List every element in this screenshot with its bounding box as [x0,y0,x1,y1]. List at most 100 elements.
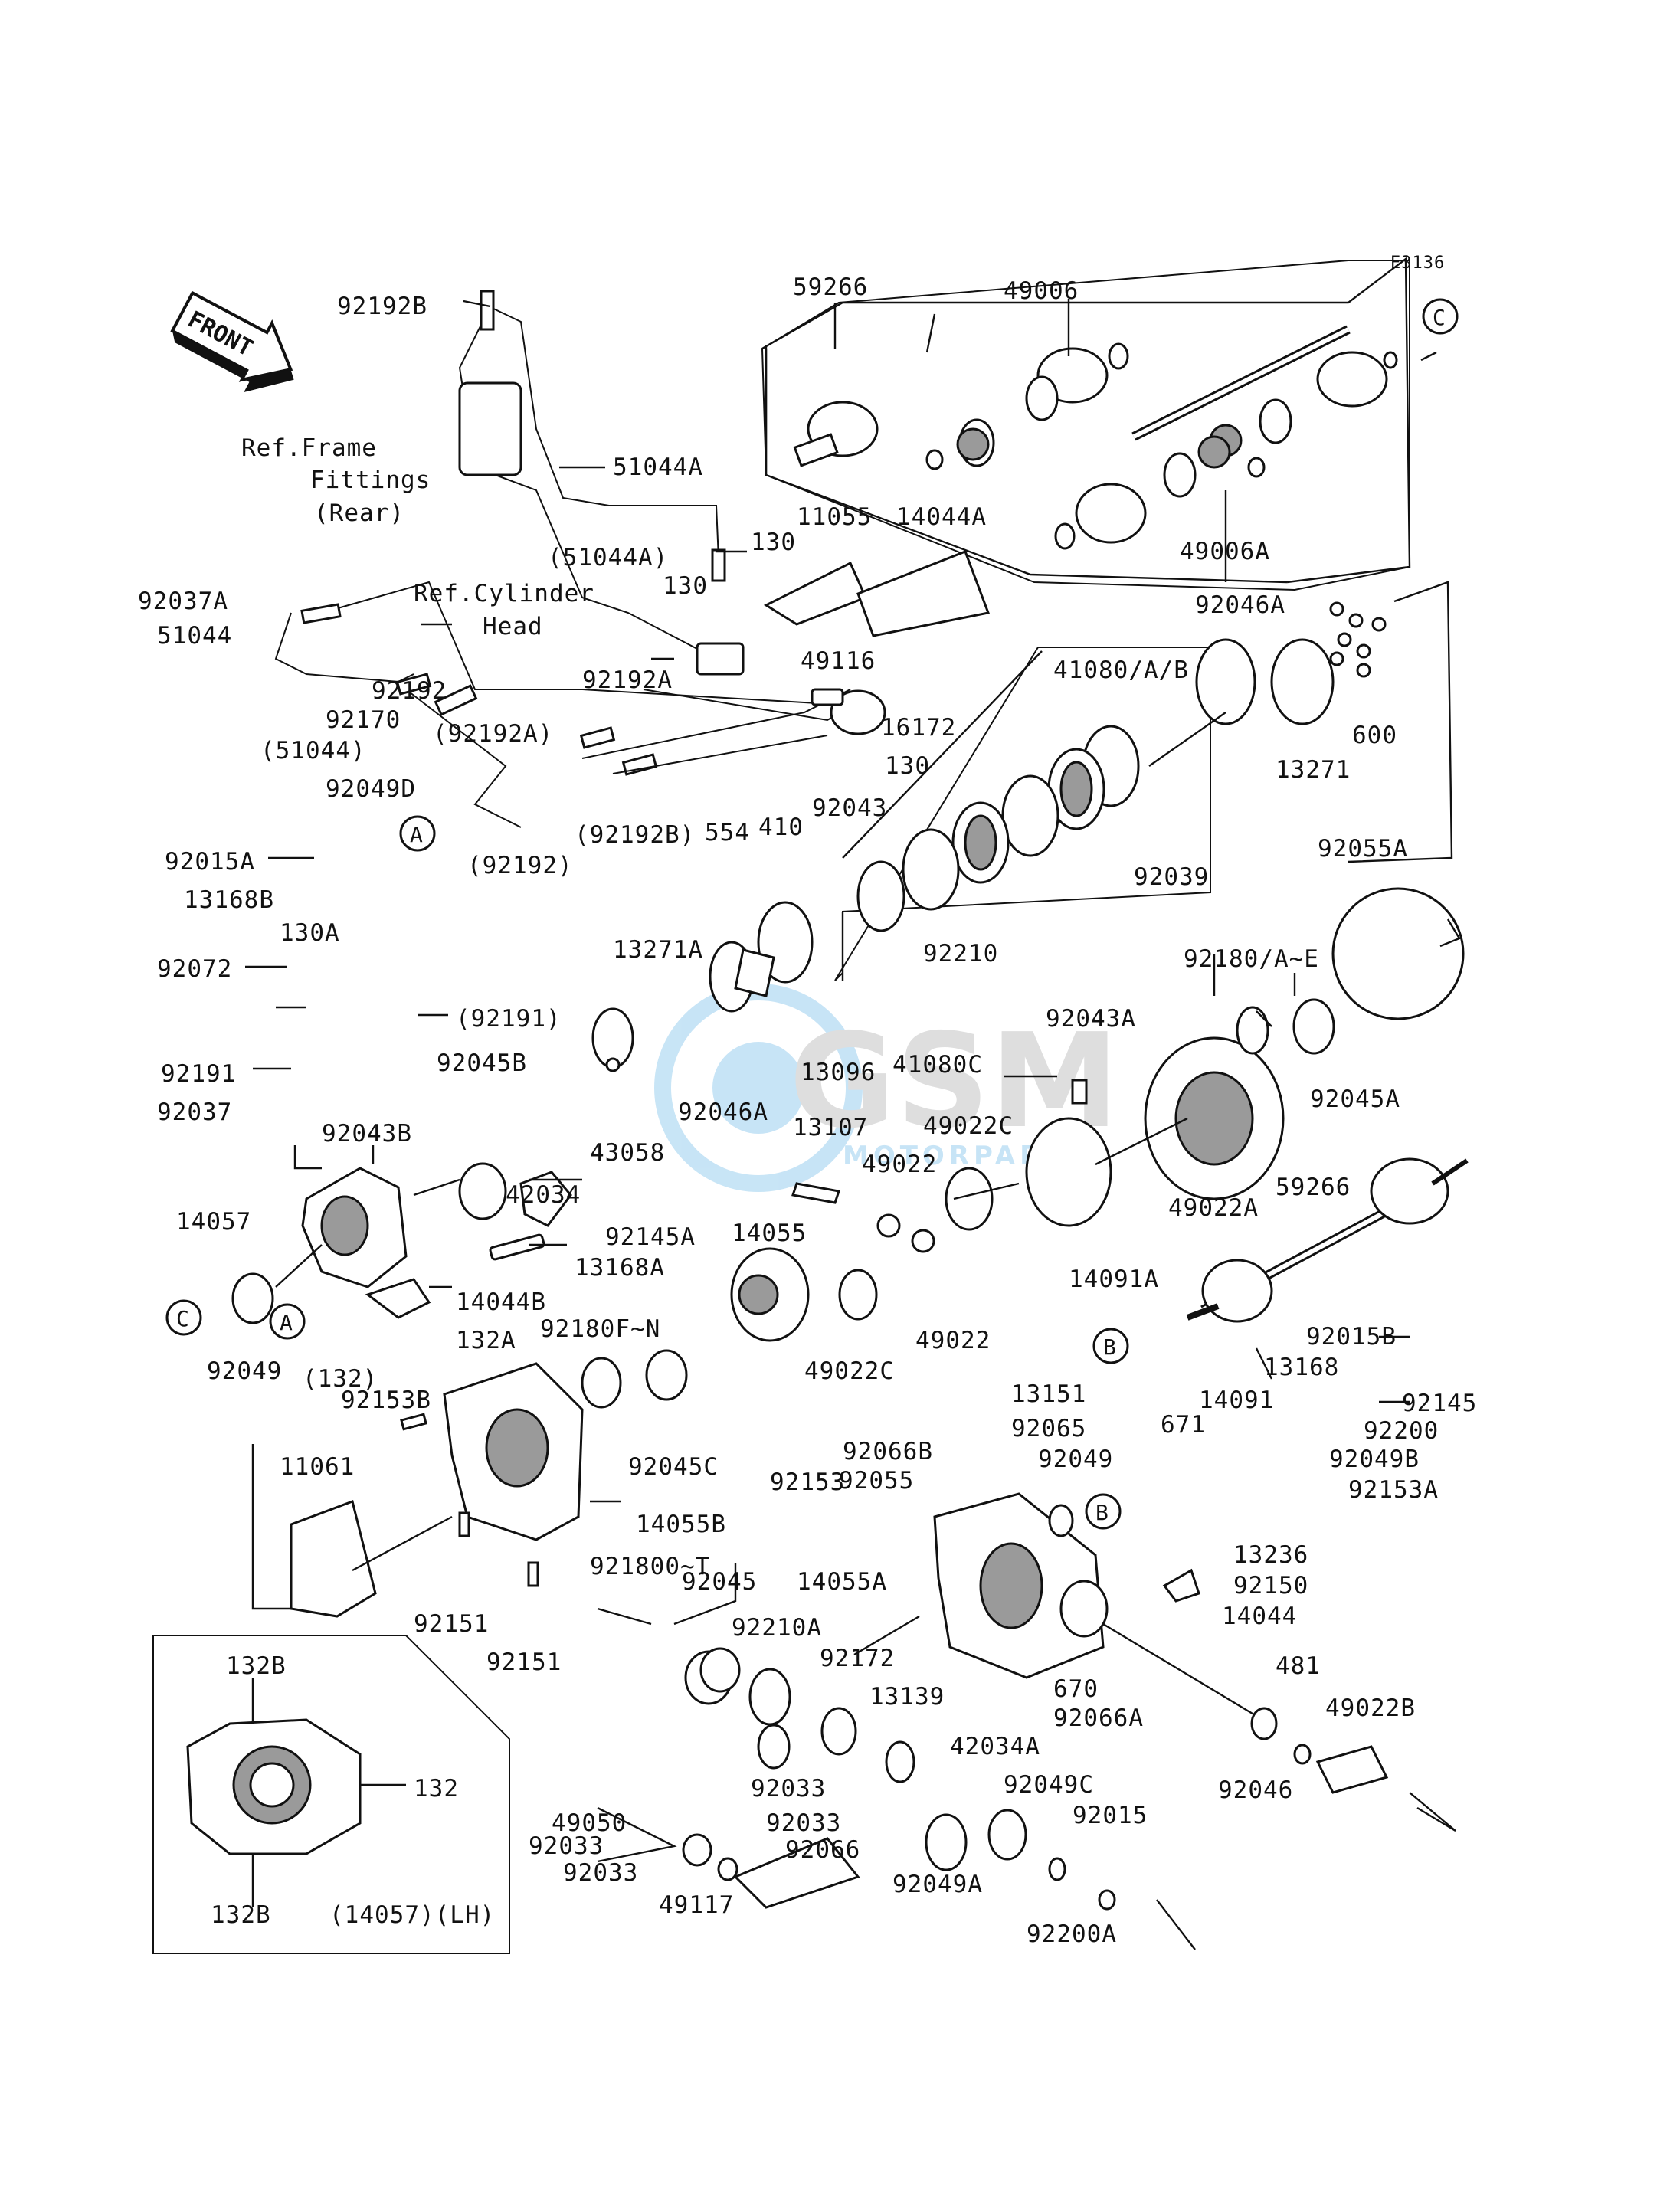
part-130a-label[interactable]: 130A [280,919,340,947]
part-41080c-label[interactable]: 41080C [892,1051,983,1079]
part-554-label[interactable]: 554 [705,819,750,846]
part-92066a-label[interactable]: 92066A [1053,1704,1144,1732]
part-14055-label[interactable]: 14055 [732,1220,807,1247]
callout-a-2[interactable]: A [269,1303,306,1340]
part-43058-label[interactable]: 43058 [590,1139,665,1167]
part-16172-label[interactable]: 16172 [881,714,956,742]
part-410-label[interactable]: 410 [758,814,804,841]
part-92046a-label[interactable]: 92046A [1195,591,1285,619]
part-42034-label[interactable]: 42034 [506,1181,581,1209]
callout-b-1[interactable]: B [1092,1328,1129,1364]
part-49050-label[interactable]: 49050 [552,1809,627,1837]
part-13107-label[interactable]: 13107 [793,1114,868,1141]
part-92045b-label[interactable]: 92045B [437,1049,527,1077]
part-92153-label[interactable]: 92153 [770,1468,845,1496]
part-92151-label-2[interactable]: 92151 [486,1649,562,1676]
part-92015-label[interactable]: 92015 [1073,1802,1148,1829]
callout-c-2[interactable]: C [165,1299,202,1336]
part-92191-label[interactable]: 92191 [161,1060,236,1088]
part-14057-label[interactable]: 14057 [176,1208,251,1236]
part-49022c-label-2[interactable]: 49022C [804,1357,895,1385]
part-92180ae-label[interactable]: 92180/A~E [1184,945,1319,973]
part-14044a-label[interactable]: 14044A [896,503,987,531]
callout-b-2[interactable]: B [1085,1493,1122,1530]
part-59266-label-2[interactable]: 59266 [1276,1174,1351,1201]
part-92033-label-4[interactable]: 92033 [563,1859,638,1887]
part-92072-label[interactable]: 92072 [157,955,232,983]
part-671-label[interactable]: 671 [1161,1411,1206,1439]
part-51044a-paren-label[interactable]: (51044A) [548,544,668,571]
part-92037-label[interactable]: 92037 [157,1098,232,1126]
part-92043-label[interactable]: 92043 [812,794,887,822]
part-92150-label[interactable]: 92150 [1233,1572,1308,1599]
part-14091a-label[interactable]: 14091A [1069,1265,1159,1293]
part-92049-label-2[interactable]: 92049 [1038,1446,1113,1473]
part-92045-label[interactable]: 92045 [682,1568,757,1596]
part-92192b-label[interactable]: 92192B [337,293,427,320]
part-13096-label[interactable]: 13096 [801,1059,876,1086]
part-92192-paren-label[interactable]: (92192) [467,852,573,879]
part-92033-label-1[interactable]: 92033 [751,1775,826,1802]
part-14091-label[interactable]: 14091 [1199,1387,1274,1414]
part-49022a-label[interactable]: 49022A [1168,1194,1259,1222]
part-49116-label[interactable]: 49116 [801,647,876,675]
part-92049b-label[interactable]: 92049B [1329,1446,1420,1473]
part-130-label-2[interactable]: 130 [663,572,708,600]
part-132a-label[interactable]: 132A [456,1327,516,1354]
part-92145-label[interactable]: 92145 [1402,1390,1477,1417]
part-92037a-label[interactable]: 92037A [138,588,228,615]
part-92210-label[interactable]: 92210 [923,940,998,968]
part-42034a-label[interactable]: 42034A [950,1733,1040,1760]
part-130-label-3[interactable]: 130 [885,752,930,780]
part-92033-label-3[interactable]: 92033 [529,1832,604,1860]
part-49006-label[interactable]: 49006 [1004,277,1079,305]
part-11055-label[interactable]: 11055 [797,503,872,531]
part-49006a-label[interactable]: 49006A [1180,538,1270,565]
part-92192b-paren-label[interactable]: (92192B) [575,821,695,849]
part-59266-label[interactable]: 59266 [793,273,868,301]
part-13151-label[interactable]: 13151 [1011,1380,1086,1408]
part-14055a-label[interactable]: 14055A [797,1568,887,1596]
part-92172-label[interactable]: 92172 [820,1645,895,1672]
part-92049-label[interactable]: 92049 [207,1357,282,1385]
part-41080ab-label[interactable]: 41080/A/B [1053,656,1189,684]
part-13168a-label[interactable]: 13168A [575,1254,665,1282]
part-92151-label-1[interactable]: 92151 [414,1610,489,1638]
part-49022b-label[interactable]: 49022B [1325,1694,1416,1722]
part-92170-label[interactable]: 92170 [326,706,401,734]
part-13168b-label[interactable]: 13168B [184,886,274,914]
part-92066b-label[interactable]: 92066B [843,1438,933,1465]
part-49022c-label-1[interactable]: 49022C [923,1112,1014,1140]
part-130-label-1[interactable]: 130 [751,529,796,556]
part-51044-paren-label[interactable]: (51044) [260,737,366,765]
part-92210a-label[interactable]: 92210A [732,1614,822,1642]
part-132b-label-2[interactable]: 132B [211,1901,271,1929]
part-92049a-label[interactable]: 92049A [892,1871,983,1898]
part-92192a-paren-label[interactable]: (92192A) [433,720,553,748]
part-92180fn-label[interactable]: 92180F~N [540,1315,660,1343]
part-92055a-label[interactable]: 92055A [1318,835,1408,863]
callout-c-1[interactable]: C [1422,298,1459,335]
part-92200a-label[interactable]: 92200A [1027,1920,1117,1948]
part-132-paren-label[interactable]: (132) [303,1365,378,1393]
part-49117-label[interactable]: 49117 [659,1891,734,1919]
part-14057-lh-label[interactable]: (14057)(LH) [329,1901,495,1929]
part-132-label[interactable]: 132 [414,1775,459,1802]
part-92055-label[interactable]: 92055 [839,1467,914,1495]
part-92045a-label[interactable]: 92045A [1310,1085,1400,1113]
part-92049d-label[interactable]: 92049D [326,775,416,803]
part-92192a-label[interactable]: 92192A [582,666,673,694]
part-92066-label[interactable]: 92066 [785,1836,860,1864]
part-92192-label[interactable]: 92192 [372,677,447,705]
part-670-label[interactable]: 670 [1053,1675,1099,1703]
part-600-label[interactable]: 600 [1352,722,1397,749]
part-92043b-label[interactable]: 92043B [322,1120,412,1148]
part-13271a-label[interactable]: 13271A [613,936,703,964]
part-92045c-label[interactable]: 92045C [628,1453,719,1481]
part-51044a-label[interactable]: 51044A [613,453,703,481]
part-921800t-label[interactable]: 921800~T [590,1553,710,1580]
part-92015a-label[interactable]: 92015A [165,848,255,876]
part-92039-label[interactable]: 92039 [1134,863,1209,891]
part-14055b-label[interactable]: 14055B [636,1511,726,1538]
part-92200-label[interactable]: 92200 [1364,1417,1439,1445]
